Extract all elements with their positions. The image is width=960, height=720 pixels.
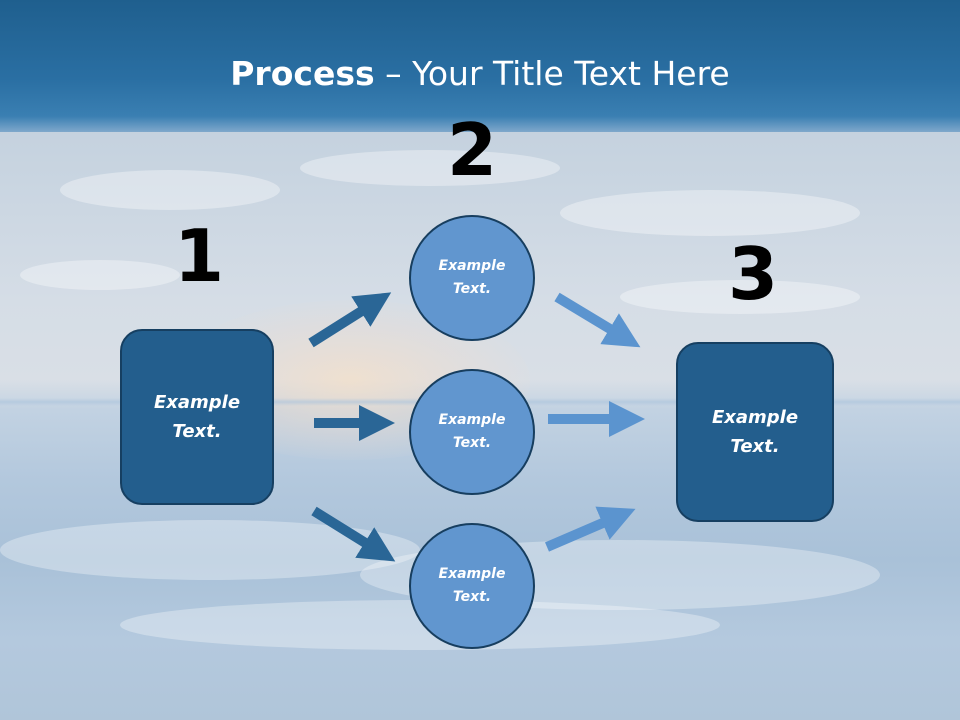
slide-title: Process – Your Title Text Here: [0, 52, 960, 96]
circle-text: Example Text.: [438, 412, 506, 451]
title-bold: Process: [230, 54, 375, 93]
step-number-2: 2: [446, 108, 498, 192]
cloud: [60, 170, 280, 210]
arrow-right-icon: [545, 506, 636, 552]
step-3-text: Example Text.: [711, 407, 799, 457]
step-2-circle-bottom: Example Text.: [409, 523, 535, 649]
arrow-right-icon: [308, 292, 392, 348]
arrow-right-icon: [311, 506, 396, 562]
step-2-circle-top: Example Text.: [409, 215, 535, 341]
title-rest: – Your Title Text Here: [374, 54, 730, 93]
step-1-box: Example Text.: [120, 329, 274, 505]
step-2-circle-middle: Example Text.: [409, 369, 535, 495]
step-number-1: 1: [173, 214, 225, 298]
cloud: [300, 150, 560, 186]
cloud: [620, 280, 860, 314]
title-bar: [0, 0, 960, 132]
step-1-text: Example Text.: [153, 392, 241, 442]
cloud: [20, 260, 180, 290]
circle-text: Example Text.: [438, 258, 506, 297]
circle-text: Example Text.: [438, 566, 506, 605]
step-3-box: Example Text.: [676, 342, 834, 522]
cloud: [560, 190, 860, 236]
arrow-right-icon: [554, 292, 641, 348]
step-number-3: 3: [727, 232, 779, 316]
